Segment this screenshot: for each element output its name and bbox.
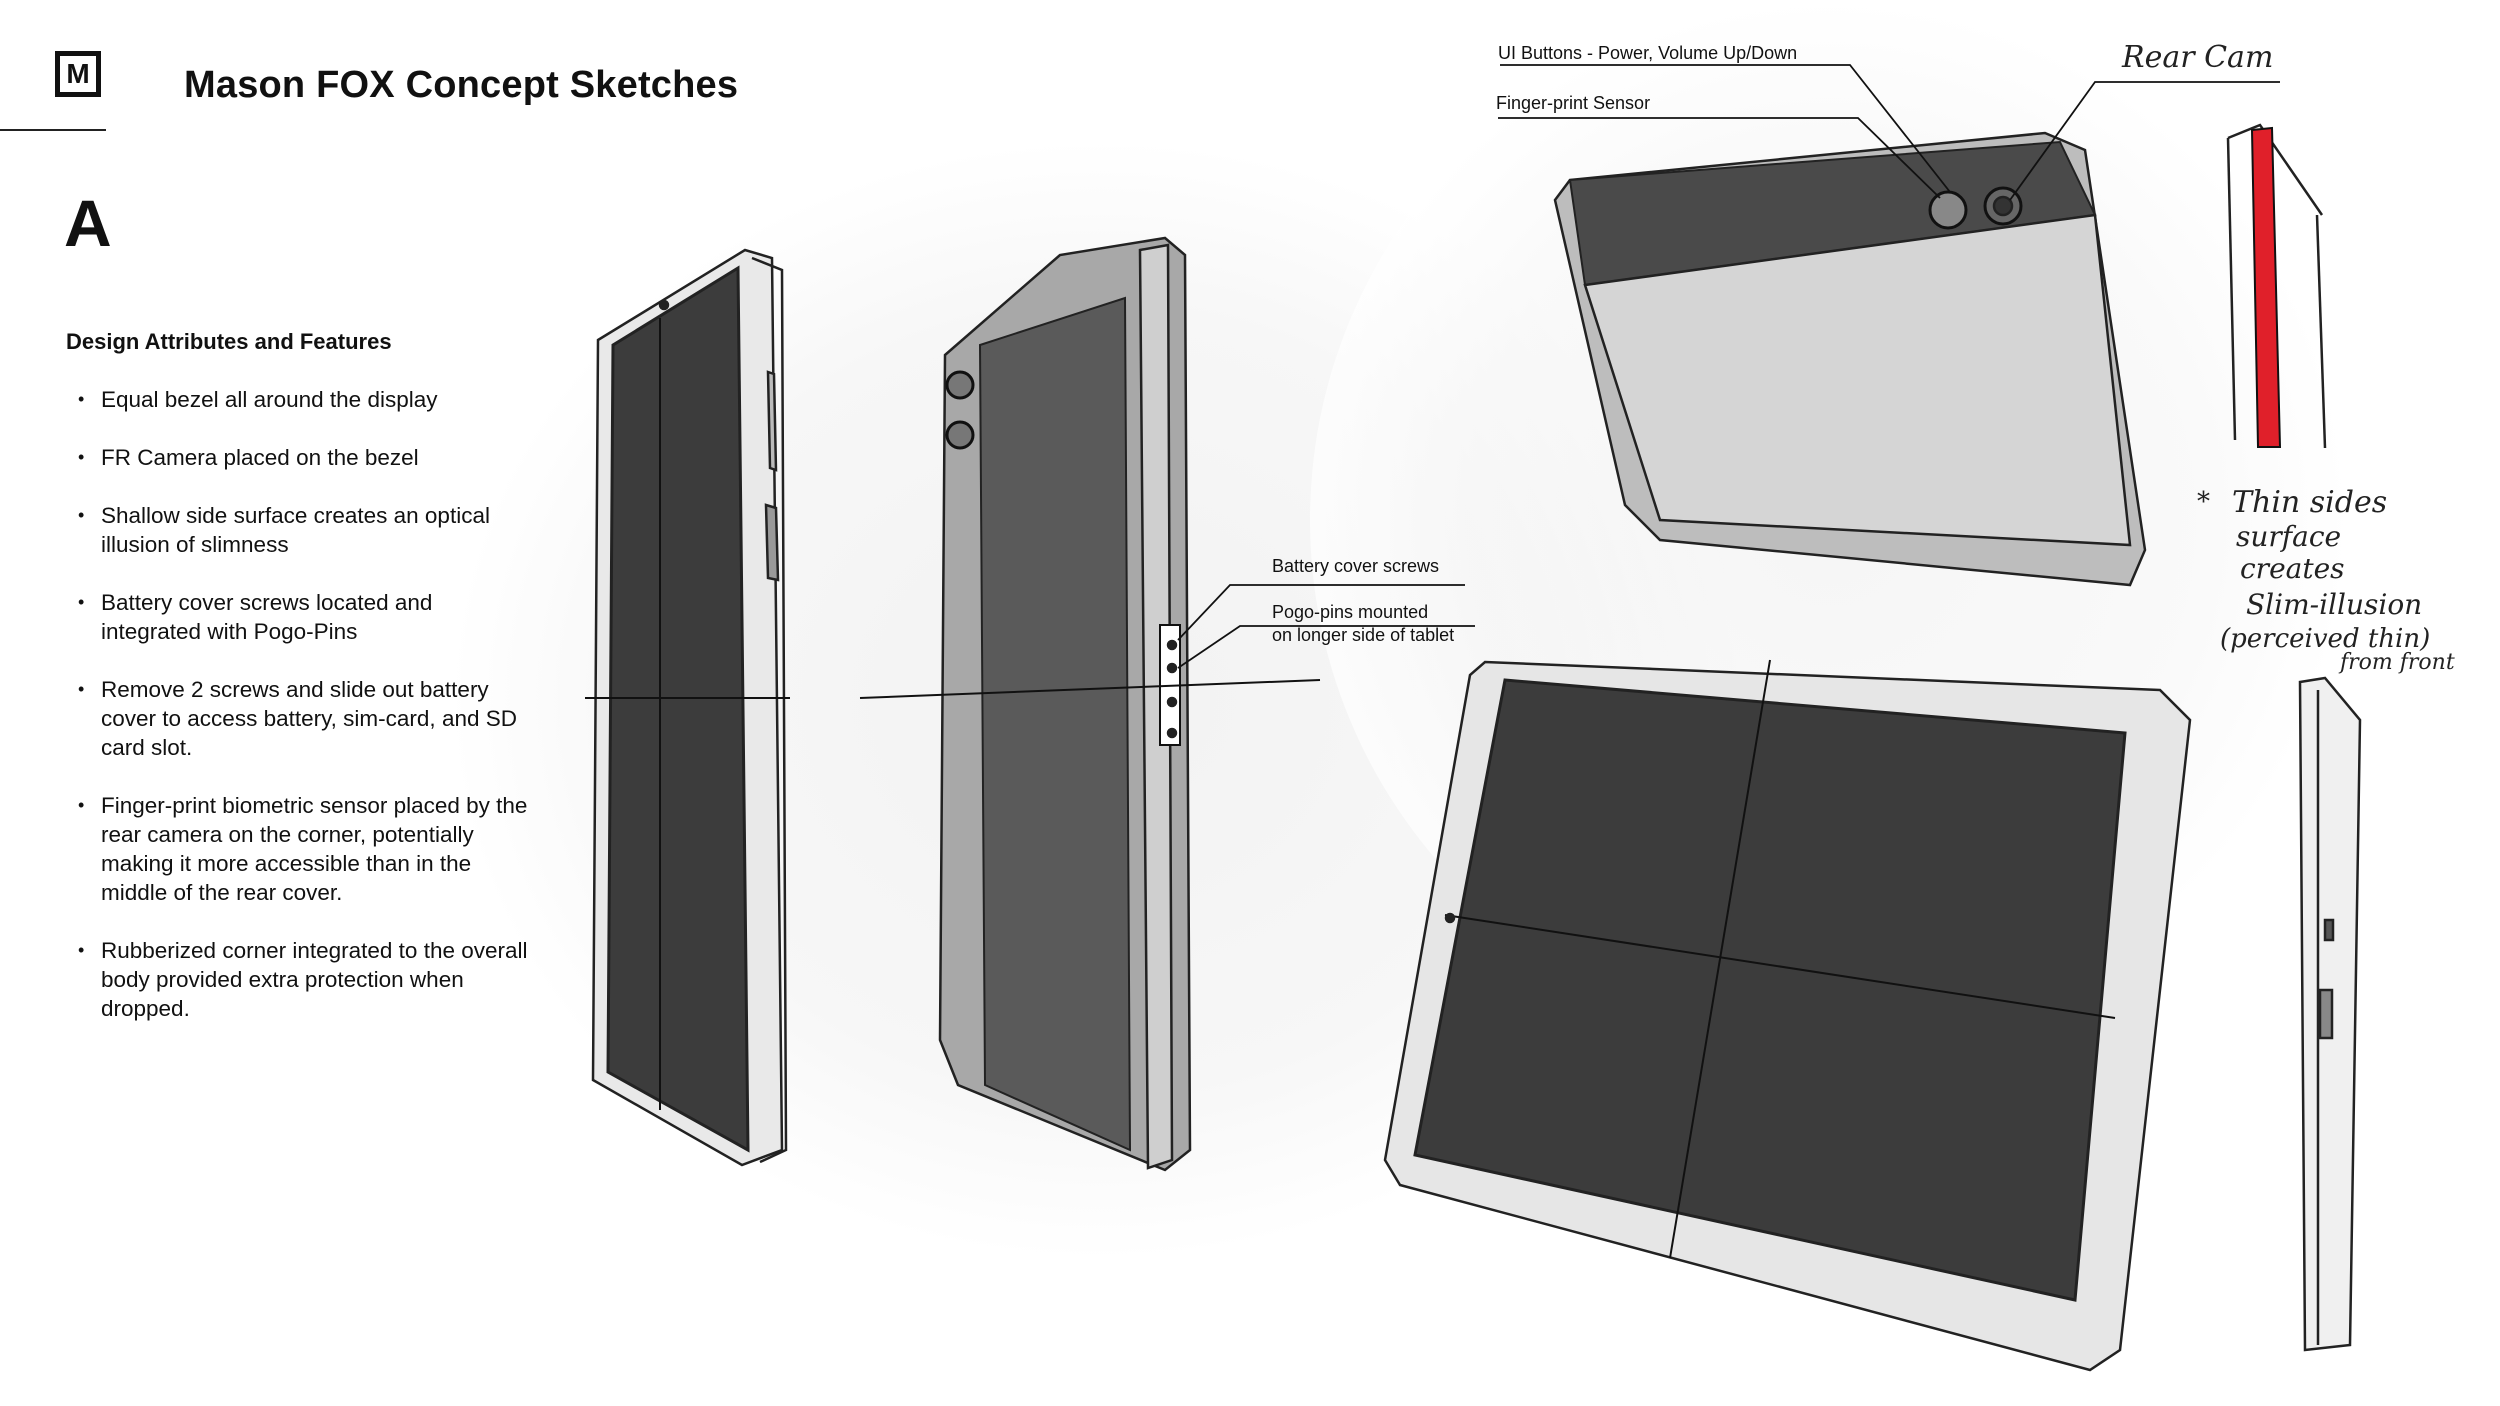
handwritten-note-line: creates bbox=[2240, 552, 2345, 585]
feature-item: Equal bezel all around the display bbox=[66, 385, 536, 414]
handwritten-note-line: (perceived thin) bbox=[2220, 624, 2431, 654]
page-title: Mason FOX Concept Sketches bbox=[184, 64, 739, 106]
section-letter: A bbox=[64, 186, 112, 260]
sketch-front-landscape bbox=[1383, 659, 2192, 1372]
svg-text:*: * bbox=[2197, 487, 2210, 517]
callout-pogo-line1: Pogo-pins mounted bbox=[1272, 602, 1429, 622]
logo-divider bbox=[0, 129, 106, 131]
callout-fingerprint: Finger-print Sensor bbox=[1496, 93, 1651, 113]
sketch-rear-view bbox=[859, 236, 1321, 1172]
sketch-rear-landscape bbox=[1553, 131, 2147, 587]
handwritten-rear-cam: Rear Cam bbox=[2122, 40, 2274, 75]
handwritten-note-line: Thin sides bbox=[2232, 485, 2388, 520]
brand-logo: M bbox=[55, 51, 101, 97]
sketch-side-profile-bottom bbox=[2298, 676, 2362, 1352]
callout-leaders-top bbox=[1498, 64, 2280, 201]
features-heading: Design Attributes and Features bbox=[66, 329, 392, 354]
feature-item: Battery cover screws located and integra… bbox=[66, 588, 536, 646]
brand-logo-letter: M bbox=[66, 58, 90, 89]
handwritten-note-line: Slim-illusion bbox=[2246, 588, 2423, 621]
feature-item: Rubberized corner integrated to the over… bbox=[66, 936, 536, 1023]
features-list: Equal bezel all around the display FR Ca… bbox=[66, 385, 536, 1052]
callout-ui-buttons: UI Buttons - Power, Volume Up/Down bbox=[1498, 43, 1798, 63]
callout-battery-screws: Battery cover screws bbox=[1272, 556, 1440, 576]
sketch-side-profile-top bbox=[2226, 123, 2327, 449]
handwritten-note-line: from front bbox=[2340, 650, 2455, 675]
sketch-front-view bbox=[585, 248, 790, 1167]
feature-item: Remove 2 screws and slide out battery co… bbox=[66, 675, 536, 762]
feature-item: FR Camera placed on the bezel bbox=[66, 443, 536, 472]
feature-item: Finger-print biometric sensor placed by … bbox=[66, 791, 536, 907]
callout-leaders-left bbox=[1177, 584, 1475, 669]
feature-item: Shallow side surface creates an optical … bbox=[66, 501, 536, 559]
callout-pogo-line2: on longer side of tablet bbox=[1272, 625, 1455, 645]
handwritten-note-line: surface bbox=[2236, 520, 2342, 553]
